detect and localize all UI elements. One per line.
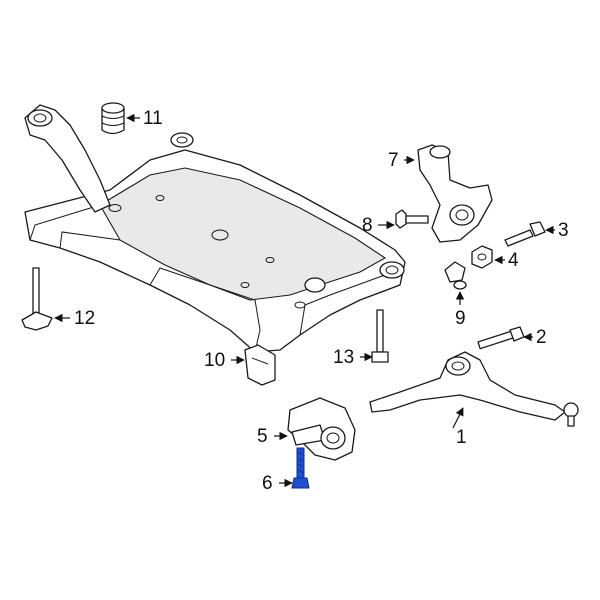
leader-lines xyxy=(54,113,555,488)
knuckle-part-7 xyxy=(417,144,493,243)
callout-6: 6 xyxy=(262,473,273,494)
callout-1: 1 xyxy=(456,427,467,448)
callout-7: 7 xyxy=(388,150,399,171)
callout-3: 3 xyxy=(558,220,569,241)
callout-12: 12 xyxy=(74,308,95,329)
bolt-part-13 xyxy=(371,309,389,363)
bolt-part-12 xyxy=(21,267,53,331)
subframe-assembly xyxy=(24,104,406,386)
control-arm-part-1 xyxy=(369,351,579,427)
callout-13: 13 xyxy=(333,347,354,368)
nut-part-4 xyxy=(471,245,493,269)
callout-2: 2 xyxy=(536,327,547,348)
leader-1 xyxy=(452,407,464,429)
bushing-part-11 xyxy=(101,102,125,135)
callout-labels: 1 2 3 4 5 6 7 8 9 10 11 12 13 xyxy=(74,108,569,494)
callout-8: 8 xyxy=(362,215,373,236)
bolt-part-8 xyxy=(395,209,429,229)
callout-9: 9 xyxy=(455,308,466,329)
callout-10: 10 xyxy=(204,350,225,371)
callout-4: 4 xyxy=(508,250,519,271)
callout-5: 5 xyxy=(257,426,268,447)
bushing-mount-part-5 xyxy=(287,397,356,461)
bolt-part-6-highlighted xyxy=(291,447,310,489)
bolt-part-2 xyxy=(477,326,525,350)
clip-part-9 xyxy=(444,261,467,290)
callout-11: 11 xyxy=(143,108,163,129)
bolt-part-3 xyxy=(504,221,546,247)
